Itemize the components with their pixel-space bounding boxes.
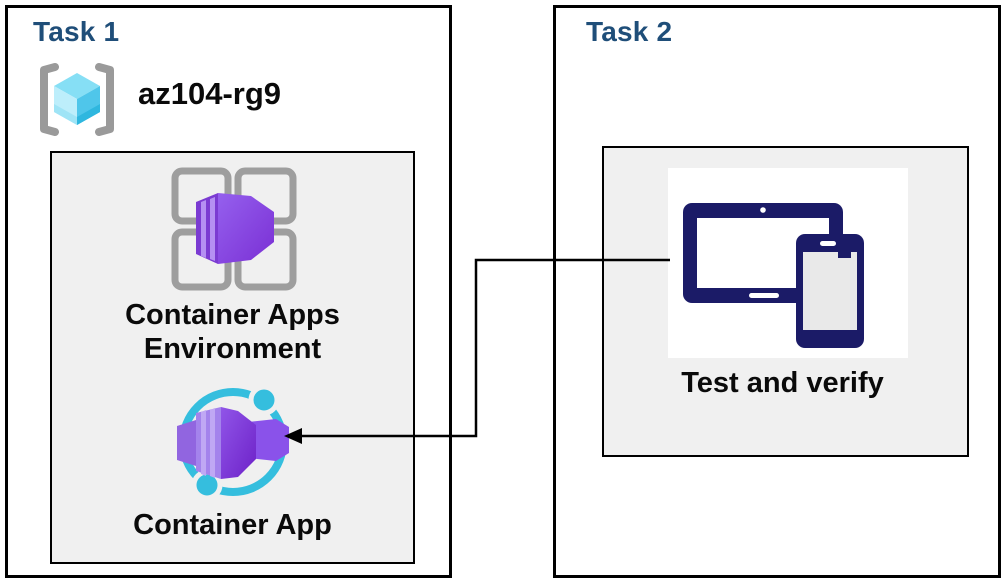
task1-title: Task 1 <box>33 16 120 47</box>
task1-box: Task 1 az104-rg9 <box>5 5 452 578</box>
test-and-verify-label: Test and verify <box>681 367 884 399</box>
devices-icon <box>683 203 864 348</box>
devices-icon-plate <box>668 168 908 358</box>
resource-group-icon <box>40 63 114 136</box>
resource-group-name: az104-rg9 <box>138 76 282 111</box>
container-app-icon <box>177 384 289 501</box>
container-apps-environment-label: Container Apps Environment <box>125 299 340 365</box>
container-app-label: Container App <box>133 509 332 541</box>
container-apps-environment-icon <box>171 167 297 291</box>
task2-title: Task 2 <box>586 16 673 47</box>
